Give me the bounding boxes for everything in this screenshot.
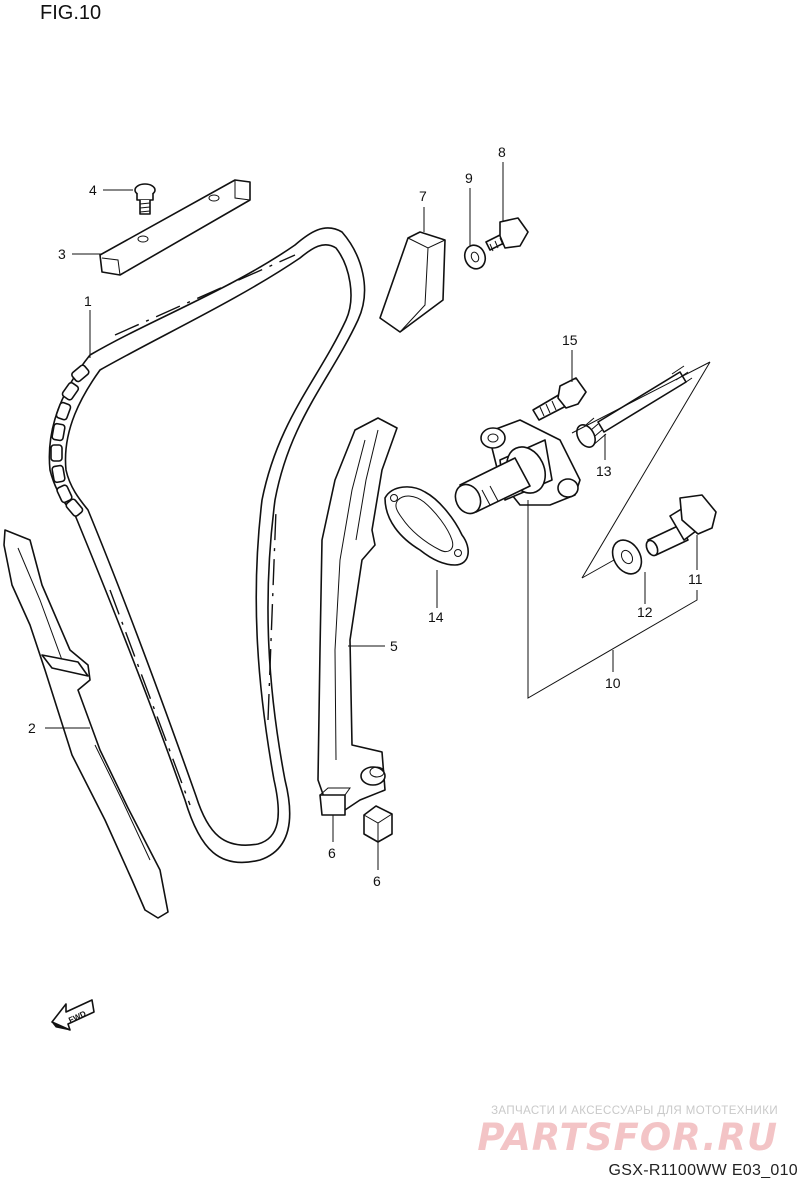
callout-1: 1 [84, 293, 92, 309]
guide-cushion-b [363, 805, 393, 843]
washer-9 [463, 244, 487, 270]
callout-7: 7 [419, 188, 427, 204]
watermark-logo: PARTSFOR.RU [477, 1116, 778, 1159]
callout-9: 9 [465, 170, 473, 186]
leader-lines [45, 162, 698, 870]
callout-11: 11 [688, 571, 703, 587]
callout-6b: 6 [373, 873, 381, 889]
guide-cushion-a [319, 787, 351, 816]
tensioner-gasket [384, 486, 469, 566]
tensioner-body [454, 419, 581, 515]
callout-5: 5 [390, 638, 398, 654]
callout-10: 10 [605, 675, 621, 691]
bolt-8 [485, 217, 529, 252]
callout-15: 15 [562, 332, 578, 348]
bolt-15 [532, 377, 587, 421]
guide-screw [134, 183, 156, 215]
washer-12 [611, 539, 643, 575]
cap-bolt-11 [645, 494, 717, 557]
cam-chain [48, 227, 366, 864]
callout-8: 8 [498, 144, 506, 160]
forward-arrow-icon: FWD [51, 999, 95, 1031]
watermark-tagline: ЗАПЧАСТИ И АКСЕССУАРЫ ДЛЯ МОТОТЕХНИКИ [491, 1105, 778, 1117]
assembly-bracket [527, 361, 711, 699]
chain-guide-rear [3, 529, 169, 919]
callout-labels: 1 2 3 4 5 6 6 7 8 9 10 11 12 13 14 15 [28, 144, 703, 889]
diagram-code: GSX-R1100WW E03_010 [608, 1162, 798, 1179]
callout-13: 13 [596, 463, 612, 479]
chain-link-detail [50, 364, 90, 517]
callout-2: 2 [28, 720, 36, 736]
callout-4: 4 [89, 182, 97, 198]
chain-guide-top [99, 179, 251, 276]
callout-6a: 6 [328, 845, 336, 861]
chain-guide-tensioner [317, 417, 398, 811]
figure-title: FIG.10 [40, 2, 102, 24]
callout-14: 14 [428, 609, 444, 625]
wedge-block [379, 231, 446, 333]
callout-3: 3 [58, 246, 66, 262]
tensioner-spring [576, 365, 693, 448]
callout-12: 12 [637, 604, 653, 620]
